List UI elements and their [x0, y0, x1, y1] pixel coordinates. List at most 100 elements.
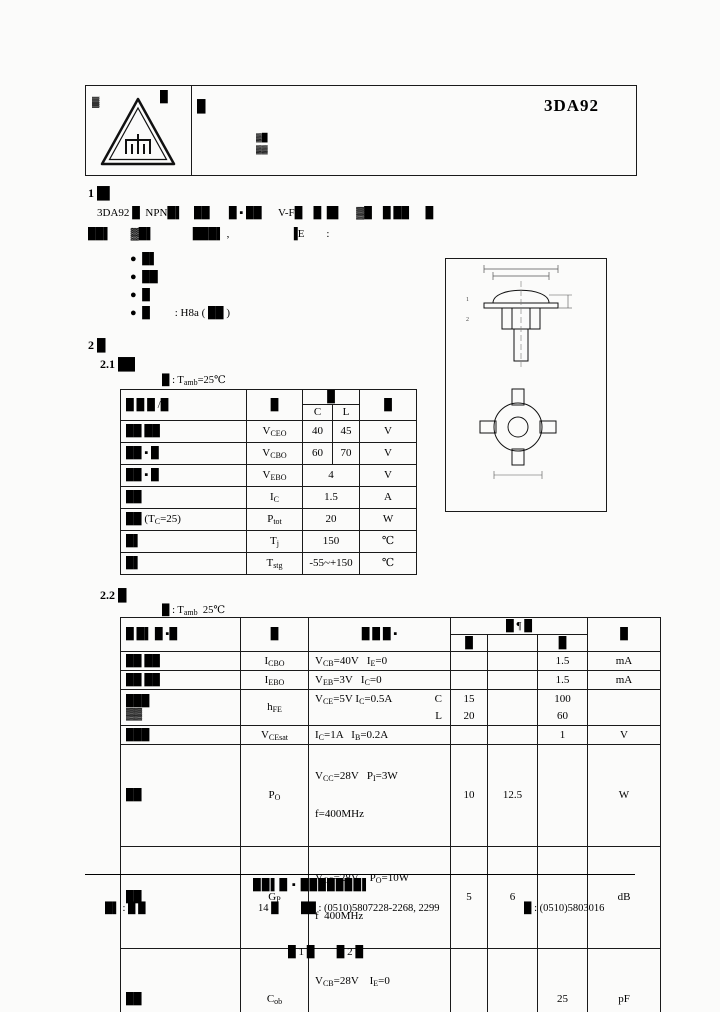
value-max: 1.5: [537, 670, 588, 690]
unit: mA: [587, 670, 661, 690]
value-min: [450, 725, 488, 745]
address-number: 14 █: [258, 903, 279, 914]
value: -55~+150: [301, 552, 361, 575]
table-subheader-row: █ █: [121, 634, 661, 652]
header-mid-mark: █: [197, 99, 206, 113]
col-header-symbol: █: [246, 389, 303, 421]
param-symbol: IEBO: [240, 670, 309, 690]
col-header-unit: █: [359, 389, 418, 421]
param-name: ██: [120, 743, 241, 848]
param-symbol: Ptot: [246, 508, 303, 531]
value-max: 100 60: [537, 689, 588, 726]
unit: ℃: [359, 552, 418, 575]
param-symbol: hFE: [240, 689, 309, 726]
unit: dB: [587, 846, 661, 950]
header: ▓ █ █ ▓█ ▓▓ 3DA92: [85, 85, 637, 176]
value-min: [450, 651, 488, 671]
test-condition-line: f=400MHz: [315, 808, 364, 821]
table-row: ██ ██ IEBO VEB=3V IC=0 1.5 mA: [120, 670, 661, 690]
unit: V: [359, 464, 418, 487]
condition-note-2: █ : Tamb 25℃: [162, 605, 226, 617]
table-header-row: █ █▌ █ ▪█ █ █ █ █ ▪ █ ¶ █ █: [120, 617, 661, 652]
param-symbol: Tstg: [246, 552, 303, 575]
param-symbol: PO: [240, 743, 309, 848]
param-name: ██ ▪ █: [120, 442, 247, 465]
table-subheader-row: C L: [121, 404, 417, 421]
col-header-parameter: █ █ █ /█: [120, 389, 247, 421]
value-typ: [487, 948, 538, 1012]
section-1-heading: 1 █▌: [88, 186, 115, 200]
table-row: ██ PO VCC=28V PI=3W f=400MHz 10 12.5 W: [120, 743, 661, 848]
param-symbol: VCEsat: [240, 725, 309, 745]
param-name: ███ ▓▓: [120, 689, 241, 726]
table-row: ██ ██ ICBO VCB=40V IE=0 1.5 mA: [120, 651, 661, 671]
col-header-max: █: [537, 634, 588, 652]
feature-bullet-package: ● █ : H8a ( ██ ): [130, 307, 230, 319]
test-condition-line: VCB=28V IE=0: [315, 974, 390, 988]
value-max: [537, 743, 588, 848]
feature-bullet: ● ██: [130, 271, 158, 283]
test-condition: VCC=28V PO=10W f 400MHz: [308, 846, 451, 950]
param-symbol: GP: [240, 846, 309, 950]
unit: V: [359, 420, 418, 443]
part-number: 3DA92: [544, 96, 600, 115]
header-mid-lines: ▓█ ▓▓: [256, 133, 268, 154]
unit: V: [587, 725, 661, 745]
param-symbol: Cob: [240, 948, 309, 1012]
col-header-min: █: [450, 634, 488, 652]
value-typ: 6: [487, 846, 538, 950]
intro-paragraph-line-1: 3DA92 █ NPN█▌ ██ █ ▪ ██ V-F█ █ █▌ ▓█ █ █…: [97, 207, 434, 219]
value-typ: [487, 651, 538, 671]
value: 1.5: [301, 486, 361, 509]
unit: ℃: [359, 530, 418, 553]
param-name: ██ ██: [120, 420, 247, 443]
dim-label-2: 2: [466, 317, 469, 323]
table-row: ██ (TC=25) Ptot 20 W: [120, 508, 418, 531]
param-name: ███: [120, 725, 241, 745]
param-symbol: VEBO: [246, 464, 303, 487]
absolute-maximum-ratings-table: █ █ █ /█ █ █ █ C L ██ ██ VCEO 40 45 V ██…: [120, 389, 418, 575]
company-logo-icon: [99, 96, 177, 175]
electrical-characteristics-table: █ █▌ █ ▪█ █ █ █ █ ▪ █ ¶ █ █ █ █ ██ ██ IC…: [120, 617, 661, 1012]
col-header-unit: █: [587, 617, 661, 652]
param-name: ██: [120, 948, 241, 1012]
unit: W: [359, 508, 418, 531]
feature-bullet: ● █: [130, 289, 150, 301]
phone-number: ██ : (0510)5807228-2268, 2299: [301, 903, 440, 914]
value-max: 25: [537, 948, 588, 1012]
value-max: 1: [537, 725, 588, 745]
col-header-spec: █ ¶ █: [450, 617, 588, 635]
intro-paragraph-line-2: ██▌ ▓█▌ ███▌ , ▐E :: [88, 228, 330, 240]
value: 150: [301, 530, 361, 553]
value-min: [450, 948, 488, 1012]
value-typ: [487, 670, 538, 690]
value-l: 45: [331, 420, 361, 443]
dim-label-1: 1: [466, 297, 469, 303]
value-max: [537, 846, 588, 950]
value-min: 15 20: [450, 689, 488, 726]
group-label-c: C: [434, 692, 442, 705]
col-header-spec: █: [301, 389, 361, 405]
logo-side-mark: ▓: [92, 97, 100, 108]
unit: pF: [587, 948, 661, 1012]
test-condition: VCB=28V IE=0 f=1MHz: [308, 948, 451, 1012]
value-typ: 12.5: [487, 743, 538, 848]
value-typ: [487, 725, 538, 745]
section-2-2-heading: 2.2 █: [100, 588, 127, 602]
param-name: █▌: [120, 552, 247, 575]
param-name: ██ (TC=25): [120, 508, 247, 531]
test-condition: VEB=3V IC=0: [308, 670, 451, 690]
table-row: █▌ Tj 150 ℃: [120, 530, 418, 553]
unit: mA: [587, 651, 661, 671]
value-min: 5: [450, 846, 488, 950]
test-condition-line: f 400MHz: [315, 910, 364, 923]
test-condition-line: VCC=28V PO=10W: [315, 872, 410, 886]
section-2-heading: 2 █: [88, 338, 106, 352]
fax-number: █ : (0510)5803016: [524, 903, 605, 914]
param-name: █▌: [120, 530, 247, 553]
value-c: 60: [302, 442, 333, 465]
table-row: ██ ▪ █ VCBO 60 70 V: [120, 442, 418, 465]
